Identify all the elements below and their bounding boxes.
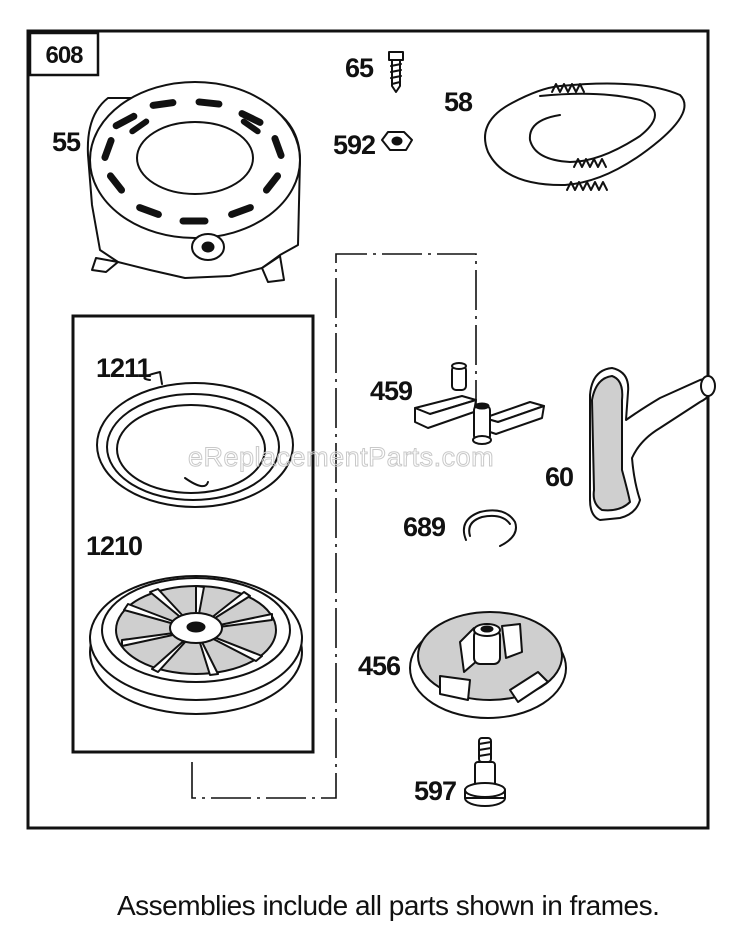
retaining-ring-part (462, 509, 517, 547)
callout-1211: 1211 (96, 353, 152, 383)
leader-lines (191, 253, 477, 799)
screw-part (388, 51, 404, 93)
callout-459: 459 (370, 376, 413, 406)
callout-60: 60 (545, 462, 573, 492)
retainer-cup-part (409, 611, 567, 719)
recoil-housing-part (86, 81, 301, 283)
starter-handle-part (589, 367, 716, 521)
nut-part (381, 131, 413, 151)
pulley-part (89, 575, 303, 715)
callout-592: 592 (333, 130, 375, 160)
watermark-text: eReplacementParts.com (188, 442, 494, 472)
sub-assembly-frame (71, 314, 315, 754)
callout-58: 58 (444, 87, 473, 117)
starter-rope-part (484, 82, 686, 191)
assembly-number-box (28, 31, 100, 77)
callout-689: 689 (403, 512, 446, 542)
callout-1210: 1210 (86, 531, 142, 561)
rewind-spring-part (96, 371, 294, 508)
callout-597: 597 (414, 776, 456, 806)
diagram-frame (26, 29, 710, 830)
callout-456: 456 (358, 651, 401, 681)
assembly-number: 608 (45, 42, 83, 69)
pawl-part (414, 362, 545, 445)
callout-55: 55 (52, 127, 81, 157)
callout-65: 65 (345, 53, 374, 83)
assembly-caption: Assemblies include all parts shown in fr… (117, 890, 659, 921)
shoulder-bolt-part (464, 737, 506, 807)
